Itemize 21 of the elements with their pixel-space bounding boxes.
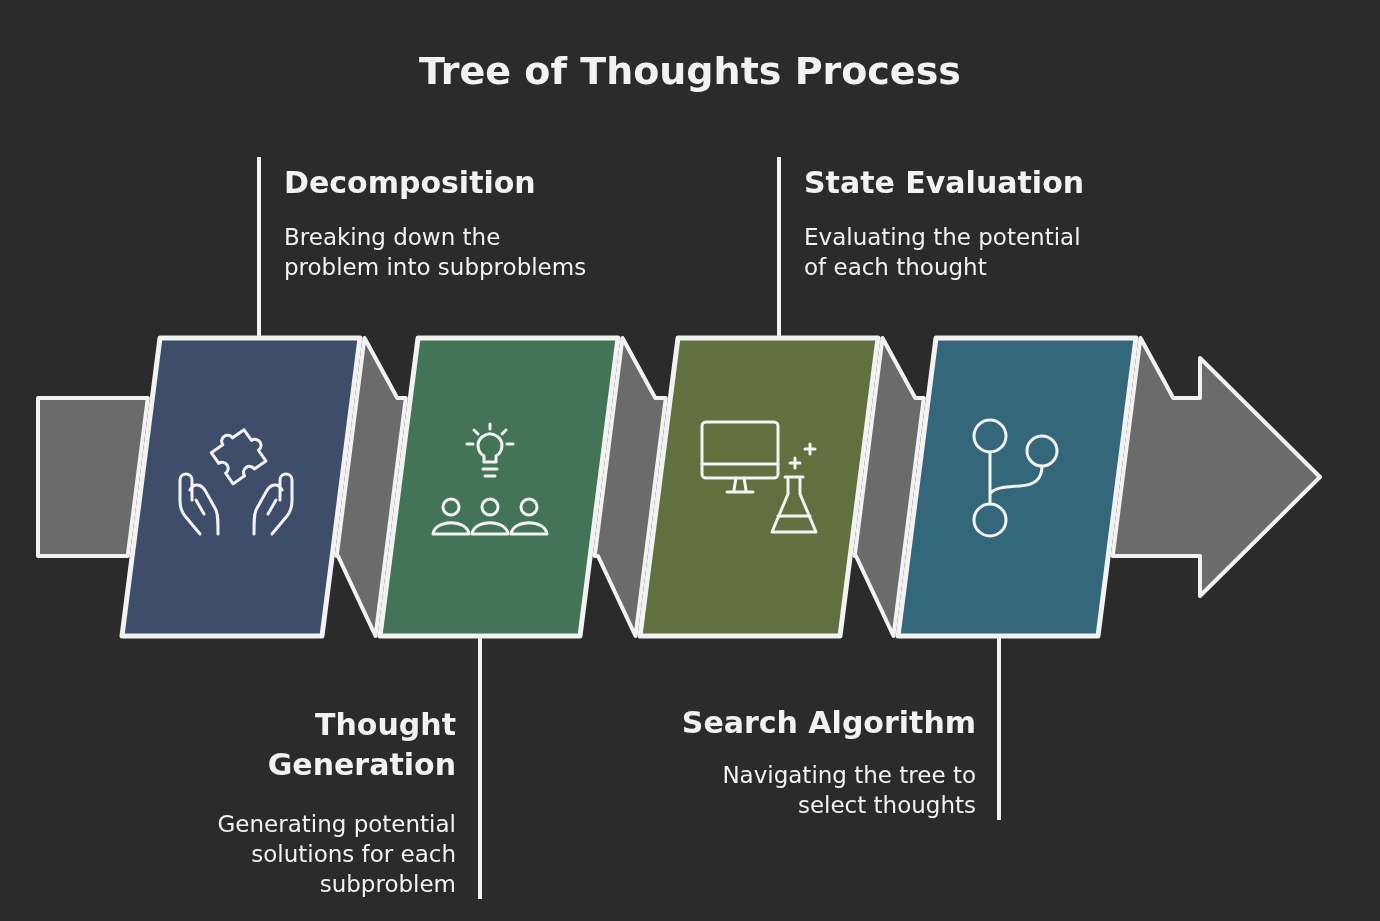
ribbon-connector: [592, 336, 668, 638]
process-panel: [377, 335, 621, 639]
process-panel: [119, 335, 363, 639]
leader-line: [257, 157, 261, 338]
ribbon-connector: [334, 336, 408, 638]
step-heading: Thought Generation: [266, 706, 456, 784]
step-description: Breaking down the problem into subproblems: [284, 223, 588, 282]
step-description: Generating potential solutions for each subproblem: [216, 810, 456, 899]
process-panel: [895, 335, 1139, 639]
step-heading: Decomposition: [284, 164, 536, 202]
diagram-title: Tree of Thoughts Process: [419, 48, 961, 94]
block-arrow: [1110, 336, 1322, 598]
step-heading: Search Algorithm: [681, 704, 976, 742]
leader-line: [777, 157, 781, 338]
leader-line: [997, 636, 1001, 820]
leader-line: [478, 636, 482, 899]
step-heading: State Evaluation: [804, 164, 1085, 202]
process-panel: [637, 335, 881, 639]
step-description: Evaluating the potential of each thought: [804, 223, 1082, 282]
ribbon-connector: [852, 336, 926, 638]
step-description: Navigating the tree to select thoughts: [721, 761, 976, 820]
